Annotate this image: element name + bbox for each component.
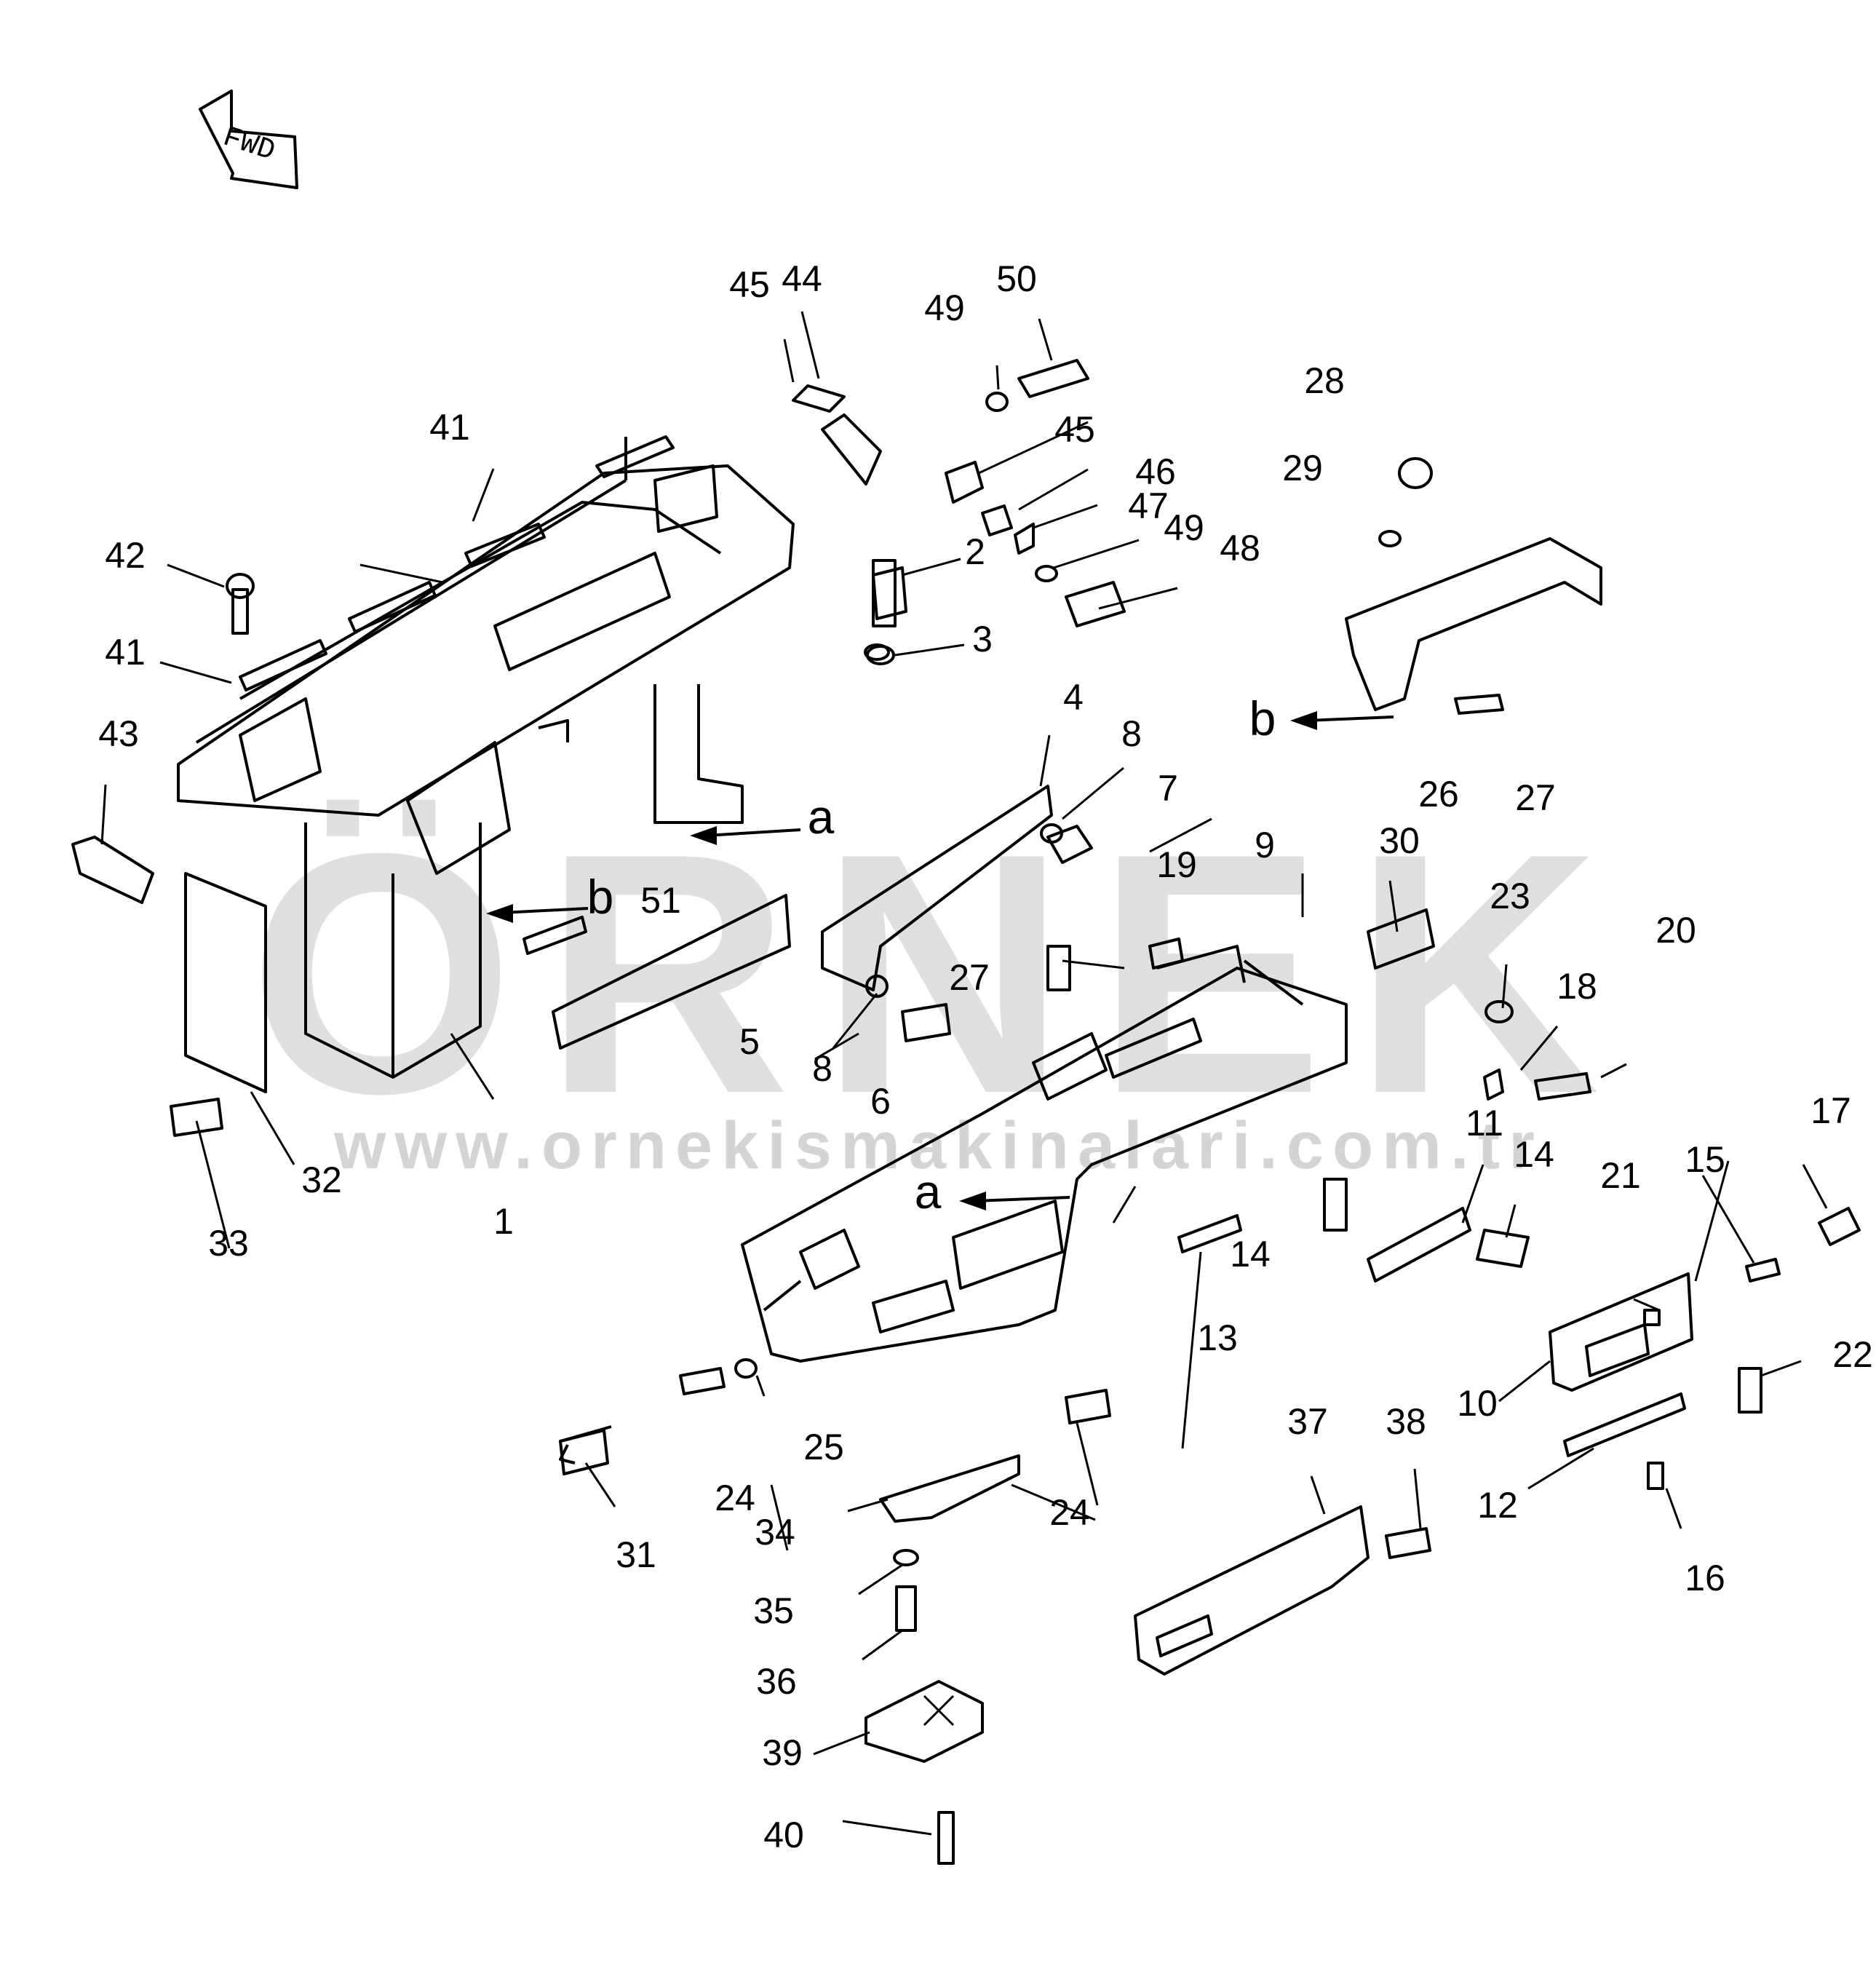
cover-10	[1549, 1272, 1693, 1392]
callout-2: 2	[965, 531, 985, 572]
callout-9: 9	[1255, 825, 1275, 865]
watermark-brand: ÖRNEK	[248, 782, 1629, 1165]
ref-label-b: b	[1249, 691, 1276, 745]
cover-26	[1345, 457, 1602, 715]
watermark-url: www.ornekismakinalari.com.tr	[333, 1109, 1543, 1183]
callout-10: 10	[1457, 1383, 1498, 1424]
callout-13: 13	[1197, 1317, 1238, 1358]
callout-36: 36	[756, 1661, 797, 1702]
callout-45: 45	[1054, 409, 1095, 450]
plates	[1177, 1207, 1686, 1457]
callout-15: 15	[1685, 1139, 1725, 1180]
callout-41: 41	[429, 407, 470, 448]
stand	[865, 1454, 1020, 1865]
cover-plate-32	[184, 872, 267, 1093]
callout-17: 17	[1811, 1090, 1851, 1131]
callout-45: 45	[729, 264, 770, 305]
callout-51: 51	[640, 880, 681, 921]
callout-21: 21	[1600, 1155, 1641, 1196]
ref-label-a: a	[808, 790, 835, 844]
callout-1: 1	[493, 1201, 514, 1242]
callout-34: 34	[755, 1512, 795, 1553]
reference-arrows	[486, 711, 1394, 1210]
callout-48: 48	[1220, 528, 1260, 568]
callout-50: 50	[996, 258, 1037, 299]
callout-8: 8	[1121, 713, 1142, 754]
callout-7: 7	[1158, 768, 1178, 809]
callout-31: 31	[616, 1534, 656, 1575]
callout-20: 20	[1656, 910, 1696, 951]
callout-27: 27	[1515, 777, 1556, 818]
callout-28: 28	[1304, 360, 1345, 401]
ref-label-a: a	[915, 1165, 942, 1218]
leader-lines	[100, 311, 1828, 1836]
callout-8: 8	[812, 1048, 832, 1089]
callout-42: 42	[105, 535, 146, 576]
callout-38: 38	[1386, 1401, 1426, 1442]
callout-49: 49	[1164, 507, 1204, 548]
callout-47: 47	[1128, 485, 1169, 526]
callout-37: 37	[1287, 1401, 1328, 1442]
callout-35: 35	[753, 1590, 794, 1631]
callout-25: 25	[803, 1427, 844, 1467]
callout-27: 27	[949, 957, 990, 998]
callout-24: 24	[1049, 1492, 1090, 1533]
callout-14: 14	[1514, 1134, 1554, 1175]
panel-37	[1134, 1505, 1370, 1676]
callout-29: 29	[1282, 448, 1323, 488]
callout-33: 33	[208, 1223, 249, 1264]
callout-32: 32	[301, 1160, 342, 1200]
callout-39: 39	[762, 1732, 803, 1773]
callout-3: 3	[972, 619, 993, 659]
upper-frame	[177, 437, 795, 1079]
ref-label-b: b	[587, 870, 614, 924]
callout-41: 41	[105, 632, 146, 673]
watermark: ÖRNEK www.ornekismakinalari.com.tr	[248, 782, 1629, 1183]
callout-30: 30	[1379, 820, 1420, 861]
callout-11: 11	[1466, 1103, 1503, 1143]
fwd-arrow-icon: FWD	[199, 90, 298, 189]
callout-16: 16	[1685, 1558, 1725, 1598]
callout-40: 40	[763, 1815, 804, 1855]
trim-strips-41	[239, 435, 675, 691]
callout-4: 4	[1063, 677, 1084, 718]
reference-labels: a a b b	[587, 691, 1276, 1218]
arms	[522, 785, 1053, 1050]
callout-23: 23	[1490, 876, 1530, 916]
callout-24: 24	[715, 1478, 755, 1518]
callout-22: 22	[1832, 1334, 1873, 1375]
callout-19: 19	[1156, 844, 1197, 885]
callout-5: 5	[739, 1021, 760, 1062]
callout-12: 12	[1477, 1485, 1518, 1526]
fasteners	[71, 559, 1861, 1559]
callout-14: 14	[1230, 1234, 1271, 1275]
callout-46: 46	[1135, 451, 1176, 492]
callout-49: 49	[924, 288, 965, 328]
callout-6: 6	[870, 1081, 891, 1122]
callout-44: 44	[782, 258, 822, 299]
callout-18: 18	[1557, 966, 1597, 1007]
callout-43: 43	[98, 713, 139, 754]
dashboard-assembly	[741, 945, 1348, 1363]
callout-26: 26	[1418, 774, 1459, 814]
